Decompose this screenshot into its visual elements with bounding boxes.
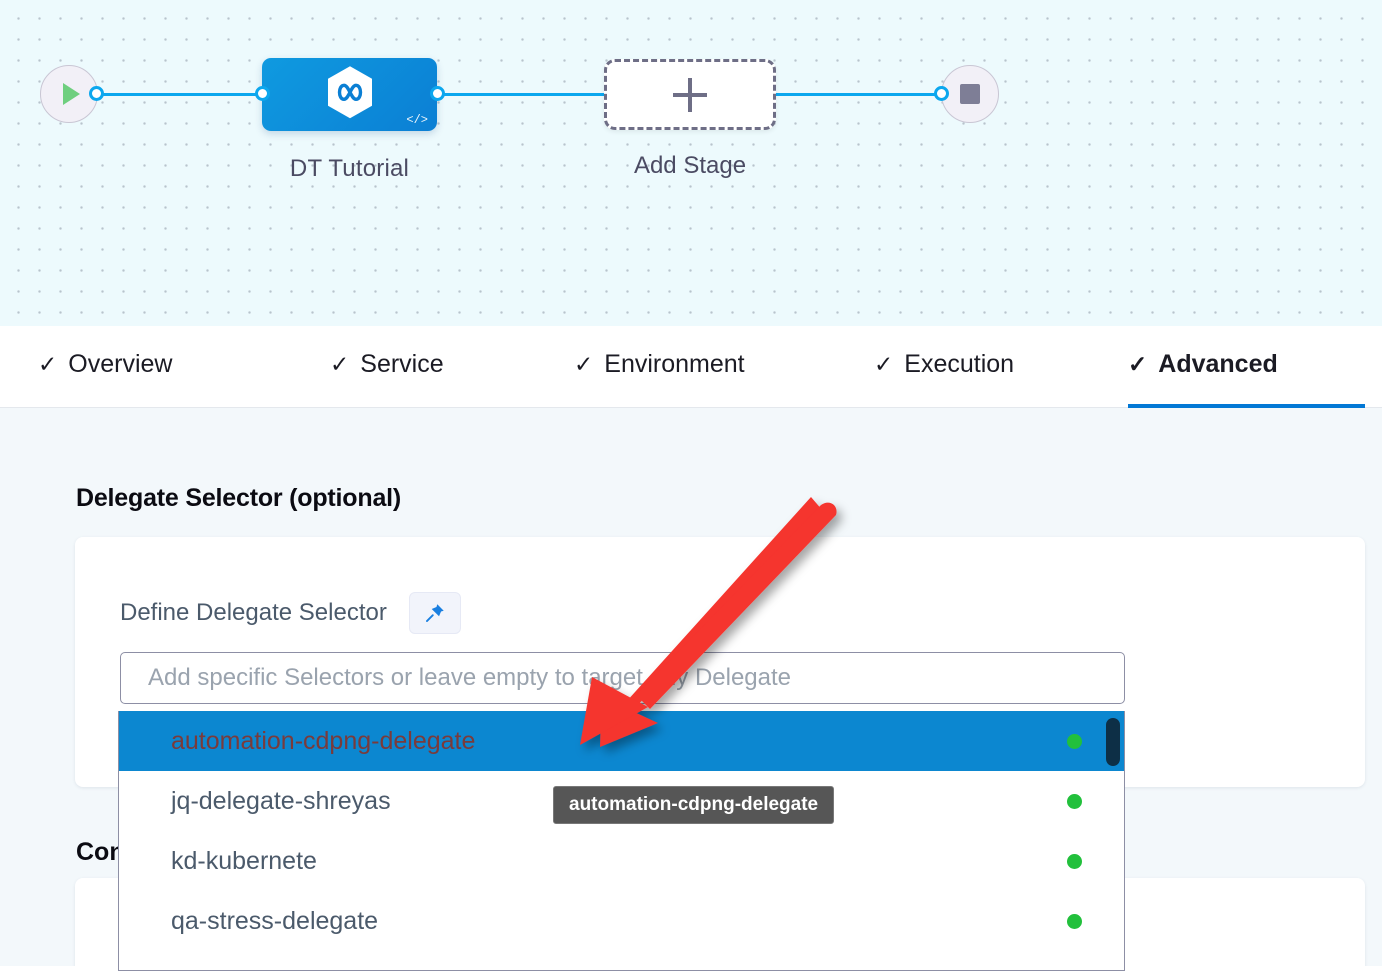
define-delegate-selector-row: Define Delegate Selector <box>120 592 461 634</box>
pipeline-end-node[interactable] <box>941 65 999 123</box>
tab-label: Advanced <box>1158 349 1278 378</box>
start-node-output-port[interactable] <box>89 86 104 101</box>
stop-icon <box>960 84 980 104</box>
dropdown-item-label: automation-cdpng-delegate <box>171 726 476 755</box>
delegate-selector-heading: Delegate Selector (optional) <box>76 484 402 512</box>
stage-node-dt-tutorial[interactable]: </> <box>262 58 437 131</box>
code-icon: </> <box>406 113 428 127</box>
dropdown-item-label: qa-stress-delegate <box>171 906 379 935</box>
stage-node-label: DT Tutorial <box>289 155 410 182</box>
check-icon: ✓ <box>330 350 350 377</box>
add-stage-label: Add Stage <box>633 152 747 179</box>
delegate-dropdown-list[interactable]: automation-cdpng-delegate jq-delegate-sh… <box>118 711 1125 971</box>
delegate-name-tooltip: automation-cdpng-delegate <box>553 786 835 824</box>
dropdown-item-label: jq-delegate-shreyas <box>171 786 391 815</box>
dropdown-item-kd-kubernete[interactable]: kd-kubernete <box>119 831 1124 891</box>
dropdown-item-qa-stress-delegate[interactable]: qa-stress-delegate <box>119 891 1124 951</box>
connector-line-add-to-end <box>774 93 950 96</box>
connector-line-start-to-stage <box>96 93 272 96</box>
tab-label: Environment <box>604 349 745 378</box>
tab-advanced[interactable]: ✓ Advanced <box>1128 326 1365 408</box>
delegate-status-dot <box>1067 793 1082 809</box>
stage-tab-bar: ✓ Overview ✓ Service ✓ Environment ✓ Exe… <box>0 326 1382 408</box>
connector-line-stage-to-add <box>436 93 614 96</box>
check-icon: ✓ <box>874 350 894 377</box>
check-icon: ✓ <box>38 350 58 377</box>
add-stage-button[interactable] <box>604 59 776 130</box>
tab-label: Overview <box>68 349 173 378</box>
pipeline-start-node[interactable] <box>40 65 98 123</box>
play-icon <box>63 83 80 105</box>
pipeline-hexagon-icon <box>327 65 372 118</box>
pin-icon-glyph <box>425 604 444 622</box>
delegate-status-dot <box>1067 913 1082 929</box>
tab-execution[interactable]: ✓ Execution <box>874 326 1050 408</box>
tab-label: Service <box>360 349 444 378</box>
end-node-input-port[interactable] <box>934 86 949 101</box>
tab-overview[interactable]: ✓ Overview <box>38 326 210 408</box>
stage-node-input-port[interactable] <box>255 86 270 101</box>
check-icon: ✓ <box>574 350 594 377</box>
tab-label: Execution <box>904 349 1015 378</box>
delegate-selector-input[interactable] <box>120 652 1125 704</box>
dropdown-scrollbar-thumb[interactable] <box>1106 718 1120 766</box>
delegate-status-dot <box>1067 733 1082 749</box>
dropdown-item-automation-cdpng-delegate[interactable]: automation-cdpng-delegate <box>119 711 1124 771</box>
dropdown-item-label: kd-kubernete <box>171 846 317 875</box>
pin-icon[interactable] <box>408 592 461 634</box>
define-delegate-selector-label: Define Delegate Selector <box>120 599 387 626</box>
stage-node-output-port[interactable] <box>430 86 445 101</box>
check-icon: ✓ <box>1128 350 1148 377</box>
delegate-status-dot <box>1067 853 1082 869</box>
tab-environment[interactable]: ✓ Environment <box>574 326 789 408</box>
pipeline-canvas[interactable]: </> DT Tutorial Add Stage <box>0 0 1382 326</box>
plus-icon <box>673 77 707 112</box>
tab-service[interactable]: ✓ Service <box>330 326 476 408</box>
dropdown-item-jq-delegate-shreyas[interactable]: jq-delegate-shreyas <box>119 771 1124 831</box>
